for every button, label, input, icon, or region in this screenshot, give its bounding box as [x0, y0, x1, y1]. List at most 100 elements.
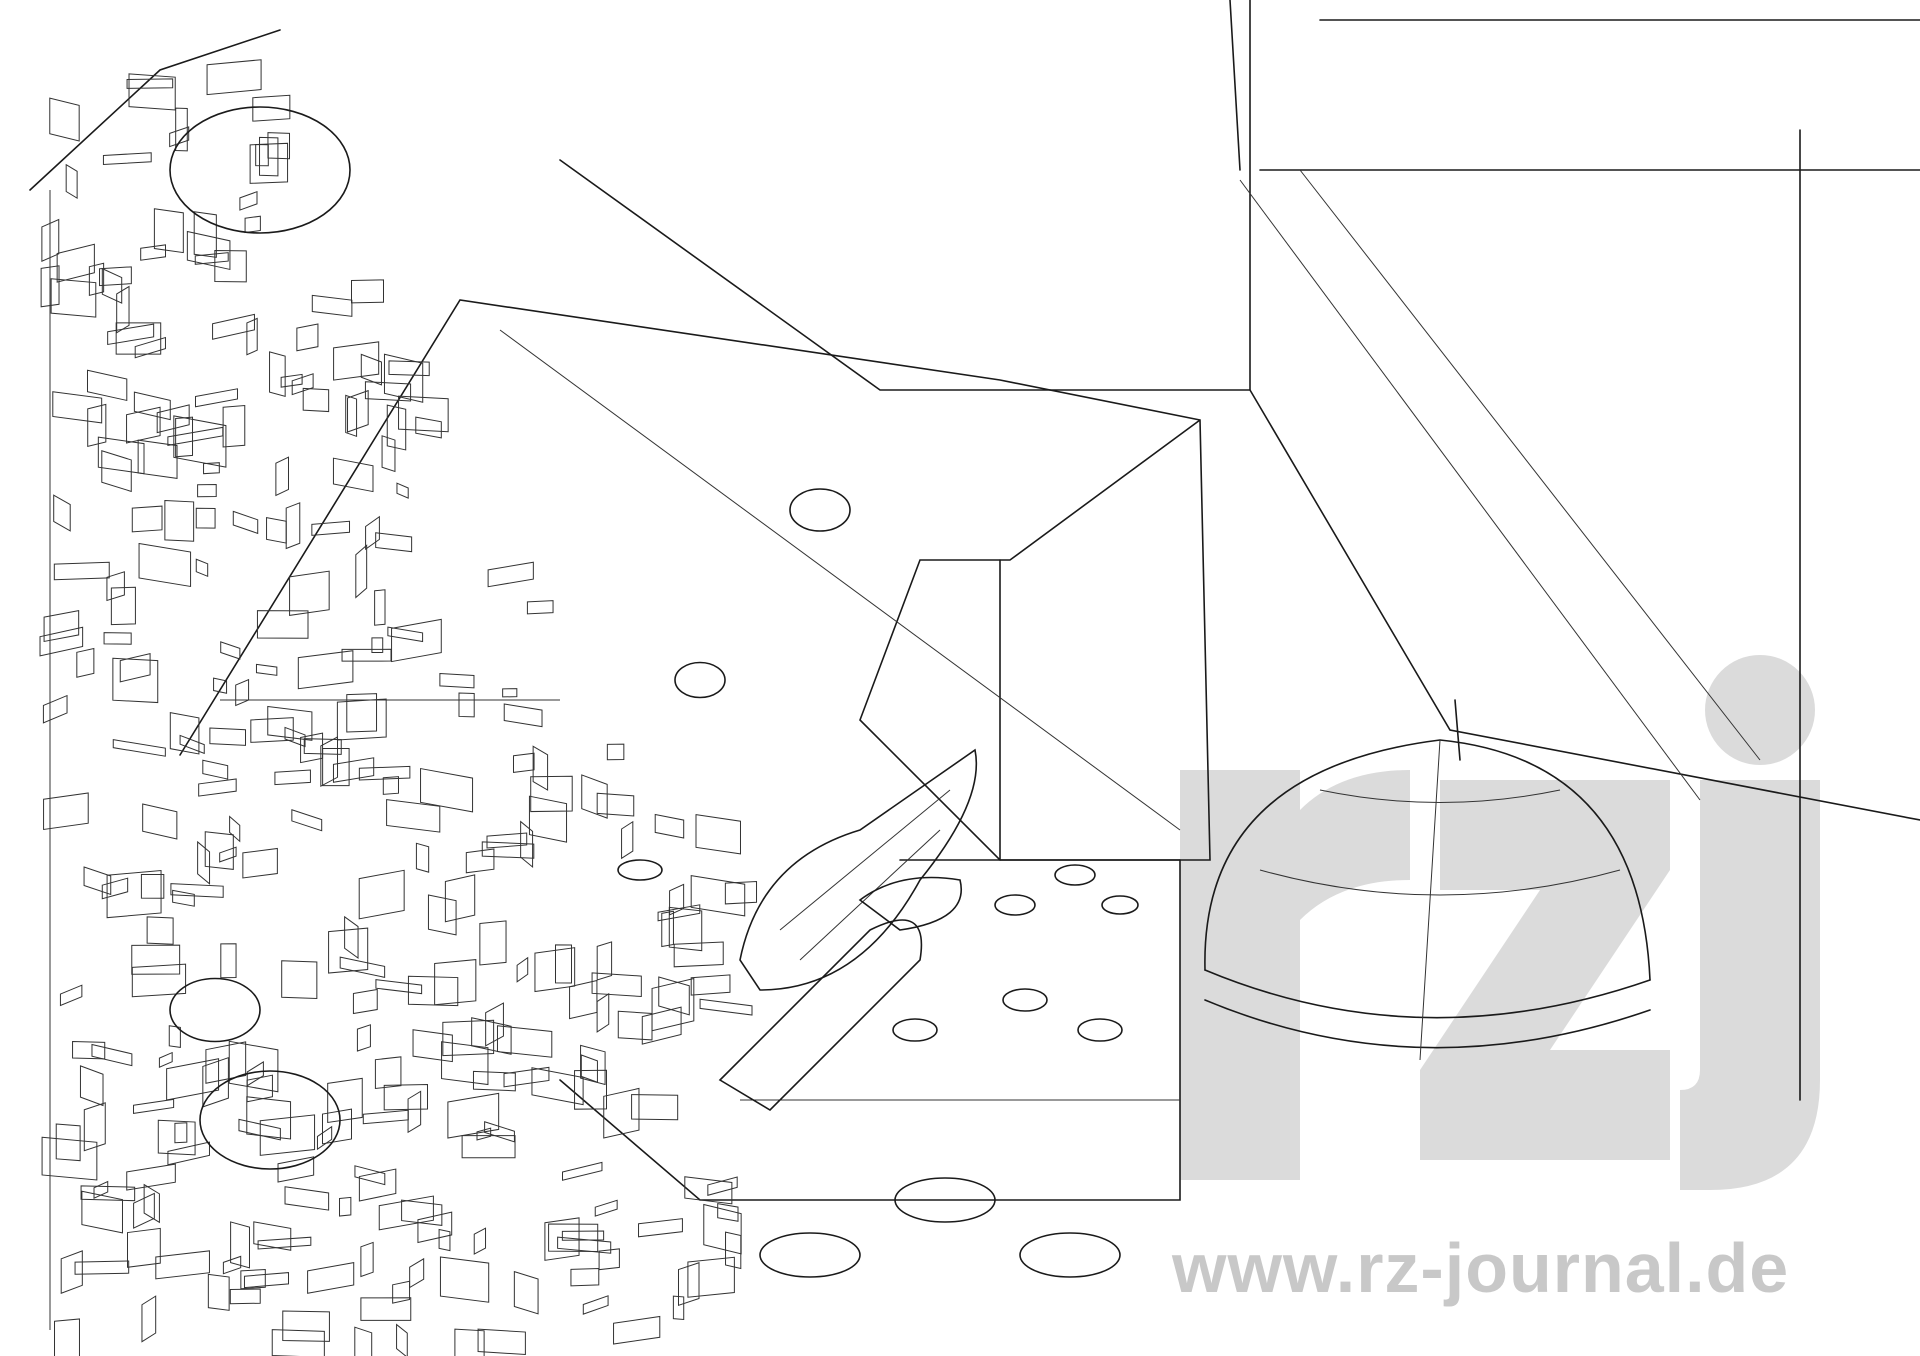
machinery-block: [307, 1261, 355, 1294]
machinery-block: [219, 846, 237, 863]
machinery-block: [195, 507, 216, 529]
machinery-block: [444, 874, 476, 923]
machinery-block: [360, 1297, 412, 1321]
machinery-block: [486, 832, 528, 849]
machinery-block: [332, 457, 374, 493]
machinery-block: [441, 1041, 489, 1086]
machinery-block: [346, 693, 378, 733]
machinery-block: [673, 941, 724, 968]
machinery-block: [320, 736, 339, 787]
machinery-block: [259, 136, 279, 177]
machinery-block: [142, 803, 178, 840]
machinery-block: [531, 1067, 584, 1106]
machinery-block: [336, 698, 387, 741]
machinery-block: [344, 915, 359, 960]
machinery-block: [169, 126, 190, 148]
machinery-block: [128, 73, 176, 111]
machinery-block: [86, 369, 128, 402]
machinery-block: [439, 1256, 490, 1303]
corridor-structure: [29, 0, 1920, 1330]
machinery-block: [43, 609, 80, 643]
machinery-block: [434, 959, 477, 1006]
machinery-block: [360, 353, 382, 386]
machinery-block: [407, 1090, 422, 1134]
machinery-block: [103, 632, 132, 645]
machinery-block: [59, 984, 83, 1007]
machinery-block: [42, 694, 68, 724]
machinery-block: [274, 769, 311, 786]
machinery-block: [143, 1183, 160, 1224]
machinery-block: [56, 243, 95, 283]
machinery-block: [333, 341, 380, 381]
machinery-block: [300, 732, 324, 764]
machinery-block: [222, 1255, 242, 1275]
machinery-block: [93, 1180, 109, 1199]
machinery-block: [484, 1121, 515, 1143]
machinery-block: [581, 774, 608, 819]
machinery-block: [174, 1122, 188, 1144]
machinery-block: [53, 561, 110, 581]
machinery-block: [669, 883, 685, 916]
machinery-block: [415, 842, 430, 873]
machinery-block: [255, 663, 278, 676]
machinery-block: [311, 294, 353, 317]
machinery-block: [80, 1185, 136, 1202]
machinery-block: [561, 1230, 605, 1241]
machinery-block: [91, 1043, 133, 1067]
machinery-block: [690, 974, 731, 996]
machinery-block: [172, 889, 195, 907]
machinery-block: [496, 1025, 553, 1058]
machinery-block: [112, 657, 159, 704]
machinery-block: [461, 1135, 516, 1159]
machinery-block: [347, 389, 369, 433]
machinery-block: [74, 1260, 130, 1275]
machinery-block: [246, 1061, 264, 1087]
machinery-block: [252, 94, 291, 122]
machinery-block: [267, 132, 291, 160]
machinery-block: [133, 1192, 155, 1229]
machinery-block: [81, 1190, 123, 1234]
machinery-block: [175, 107, 188, 152]
machinery-block: [242, 847, 278, 879]
machinery-block: [220, 641, 241, 660]
machinery-block: [146, 916, 174, 945]
machinery-block: [534, 947, 576, 993]
machinery-block: [526, 600, 554, 615]
machinery-block: [249, 142, 289, 184]
machinery-block: [202, 759, 229, 780]
machinery-block: [516, 956, 529, 983]
machinery-block: [420, 767, 474, 813]
machinery-block: [282, 1310, 330, 1342]
machinery-block: [591, 972, 642, 998]
machinery-block: [235, 678, 250, 707]
machinery-block: [594, 1199, 618, 1217]
ring-hatch: [169, 106, 351, 234]
machinery-block: [193, 211, 217, 258]
machinery-block: [562, 1161, 603, 1181]
machinery-block: [471, 1017, 512, 1055]
machinery-block: [65, 163, 78, 200]
machinery-block: [699, 998, 753, 1016]
machinery-block: [724, 880, 758, 905]
machinery-block: [131, 944, 181, 975]
machinery-block: [654, 813, 685, 839]
machinery-block: [580, 1054, 598, 1083]
machinery-block: [657, 904, 701, 922]
machinery-block: [544, 1217, 580, 1261]
machinery-block: [291, 373, 314, 396]
ring-hatch: [674, 661, 726, 699]
machinery-block: [52, 391, 103, 424]
machinery-block: [137, 439, 178, 479]
machinery-block: [360, 1241, 374, 1278]
machinery-block: [205, 1041, 247, 1084]
machinery-block: [39, 626, 84, 657]
machinery-block: [364, 381, 412, 402]
machinery-block: [243, 1272, 289, 1289]
machinery-block: [409, 1257, 425, 1289]
machinery-block: [322, 748, 350, 787]
machinery-block: [131, 505, 163, 533]
machinery-block: [99, 266, 132, 287]
machinery-block: [83, 866, 112, 896]
machinery-block: [638, 1218, 683, 1238]
